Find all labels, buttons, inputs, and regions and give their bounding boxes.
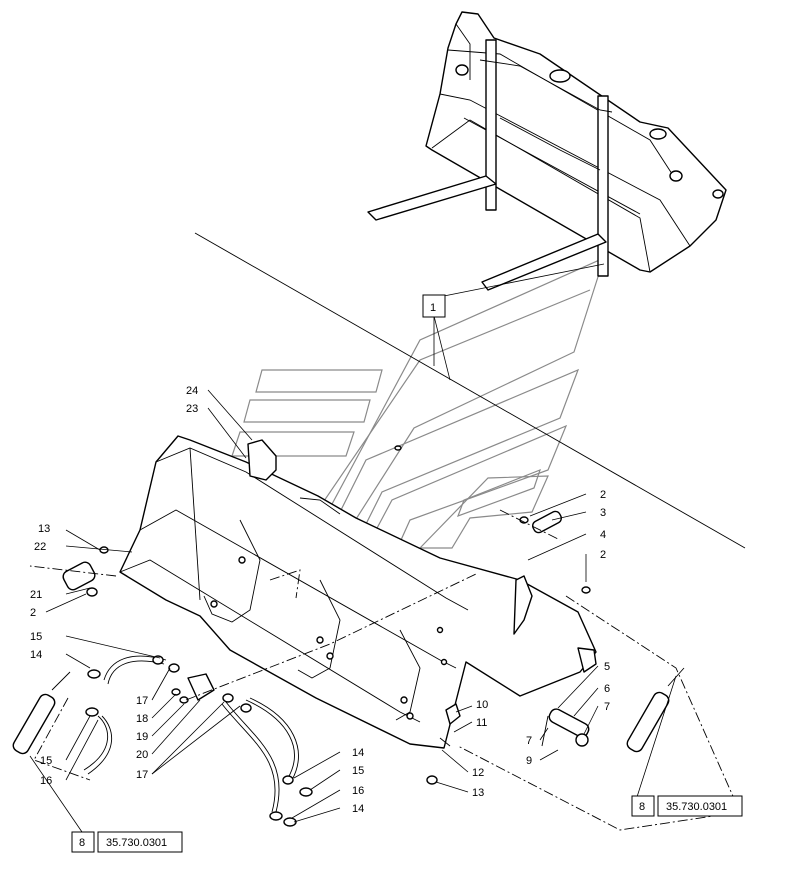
callout-13: 13 (472, 787, 484, 799)
callout-2: 2 (30, 607, 36, 619)
leader-lines (29, 263, 677, 833)
callout-2: 2 (600, 489, 606, 501)
callout-16: 16 (352, 785, 364, 797)
callout-24: 24 (186, 385, 198, 397)
callout-11: 11 (476, 717, 487, 729)
callout-15: 15 (30, 631, 42, 643)
callout-18: 18 (136, 713, 148, 725)
callout-12: 12 (472, 767, 484, 779)
callout-17: 17 (136, 695, 148, 707)
callout-16: 16 (40, 775, 52, 787)
hardware-parts (12, 445, 685, 827)
callout-15: 15 (40, 755, 52, 767)
callout-20: 20 (136, 749, 148, 761)
bucket-with-forks (367, 11, 727, 291)
callout-9: 9 (526, 755, 532, 767)
callout-17: 17 (136, 769, 148, 781)
ref-right-code: 35.730.0301 (666, 801, 727, 813)
callout-box-1 (422, 294, 446, 318)
callout-7: 7 (604, 701, 610, 713)
reference-block-left: 8 35.730.0301 (71, 831, 183, 853)
callout-4: 4 (600, 529, 606, 541)
callout-6: 6 (604, 683, 610, 695)
callout-2: 2 (600, 549, 606, 561)
callout-7: 7 (526, 735, 532, 747)
callout-1: 1 (430, 302, 436, 314)
separator-line (194, 232, 746, 549)
ref-right-number: 8 (639, 801, 645, 813)
main-bucket (119, 435, 597, 749)
callout-5: 5 (604, 661, 610, 673)
callout-23: 23 (186, 403, 198, 415)
reference-block-right: 8 35.730.0301 (631, 795, 743, 817)
callout-10: 10 (476, 699, 488, 711)
callout-14: 14 (352, 747, 364, 759)
ref-left-number: 8 (79, 837, 85, 849)
callout-3: 3 (600, 507, 606, 519)
callout-21: 21 (30, 589, 42, 601)
callout-14: 14 (352, 803, 364, 815)
ref-left-code: 35.730.0301 (106, 837, 167, 849)
callouts: 24 23 2 3 4 2 13 22 21 2 15 14 17 18 19 … (30, 385, 610, 815)
callout-13: 13 (38, 523, 50, 535)
callout-22: 22 (34, 541, 46, 553)
callout-19: 19 (136, 731, 148, 743)
callout-14: 14 (30, 649, 42, 661)
callout-15: 15 (352, 765, 364, 777)
